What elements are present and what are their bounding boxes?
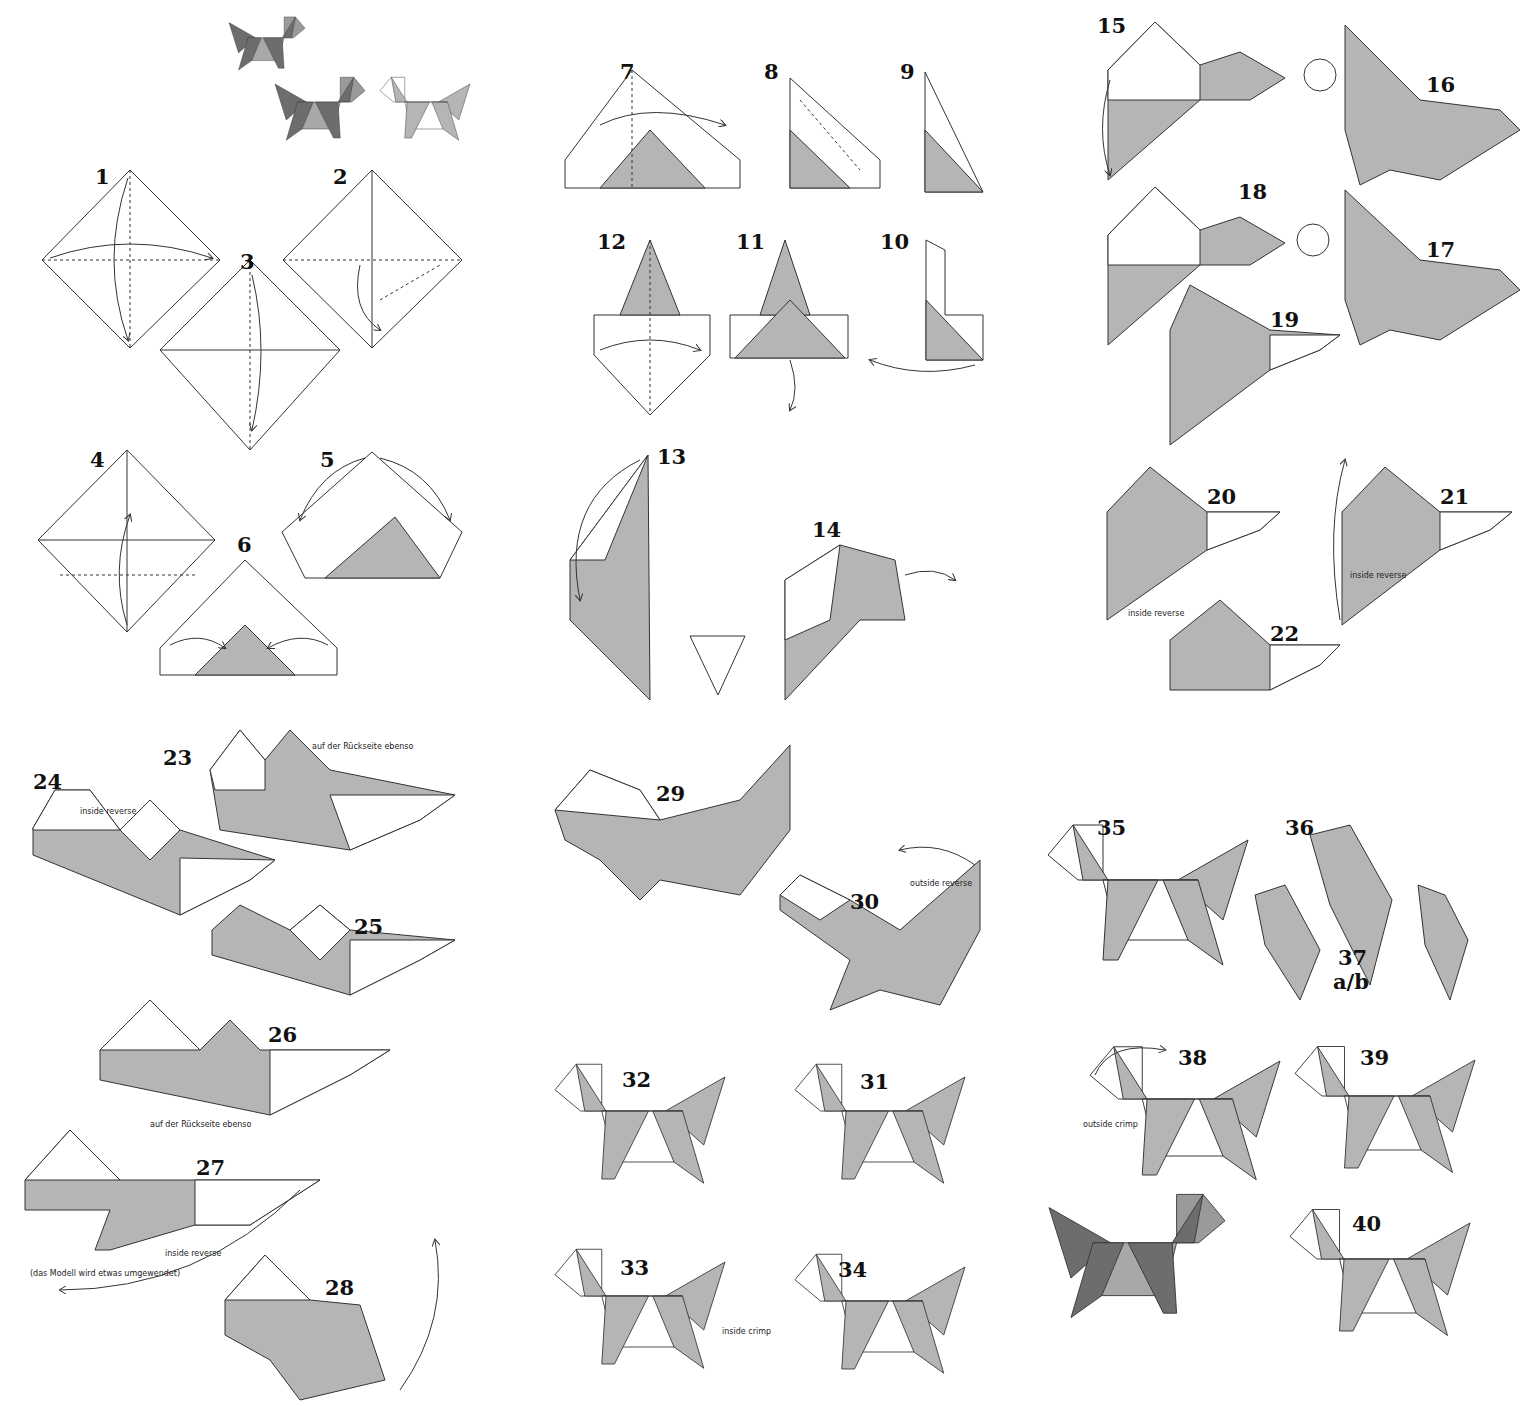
step-number: 36 [1285,816,1314,839]
fold-note: inside reverse [165,1250,221,1259]
step-number: 20 [1207,485,1236,508]
fold-note: inside reverse [1128,610,1184,619]
step-number: 39 [1360,1046,1389,1069]
step-number: 22 [1270,622,1299,645]
step-number: 30 [850,890,879,913]
step-number: 24 [33,770,62,793]
step-number: 13 [657,445,686,468]
step-number: a/b [1333,970,1369,993]
fold-note: outside reverse [910,880,972,889]
step-number: 23 [163,746,192,769]
fold-note: inside reverse [1350,572,1406,581]
fold-note: inside crimp [722,1328,771,1337]
step-number: 6 [237,533,252,556]
fold-note: auf der Rückseite ebenso [150,1121,251,1130]
fold-note: (das Modell wird etwas umgewendet) [30,1270,180,1279]
step-number: 35 [1097,816,1126,839]
fold-note: outside crimp [1083,1121,1138,1130]
step-number: 8 [764,60,779,83]
step-number: 14 [812,518,841,541]
step-number: 1 [95,165,110,188]
step-number: 10 [880,230,909,253]
step-number: 33 [620,1256,649,1279]
step-number: 11 [736,230,765,253]
step-number: 19 [1270,308,1299,331]
step-number: 12 [597,230,626,253]
step-number: 34 [838,1258,867,1281]
step-number: 26 [268,1023,297,1046]
step-number: 38 [1178,1046,1207,1069]
step-number: 27 [196,1156,225,1179]
step-number: 15 [1097,14,1126,37]
step-number: 32 [622,1068,651,1091]
fold-note: inside reverse [80,808,136,817]
step-number: 28 [325,1276,354,1299]
step-number: 3 [240,250,255,273]
step-number: 17 [1426,238,1455,261]
step-number: 29 [656,782,685,805]
step-number: 16 [1426,73,1455,96]
step-number: 7 [620,60,635,83]
step-number: 5 [320,448,335,471]
step-number: 18 [1238,180,1267,203]
step-number: 40 [1352,1212,1381,1235]
step-number: 9 [900,60,915,83]
step-number: 21 [1440,485,1469,508]
step-number: 37 [1338,946,1367,969]
step-number: 2 [333,165,348,188]
step-number: 31 [860,1070,889,1093]
step-number: 4 [90,448,105,471]
step-number: 25 [354,915,383,938]
fold-note: auf der Rückseite ebenso [312,743,413,752]
